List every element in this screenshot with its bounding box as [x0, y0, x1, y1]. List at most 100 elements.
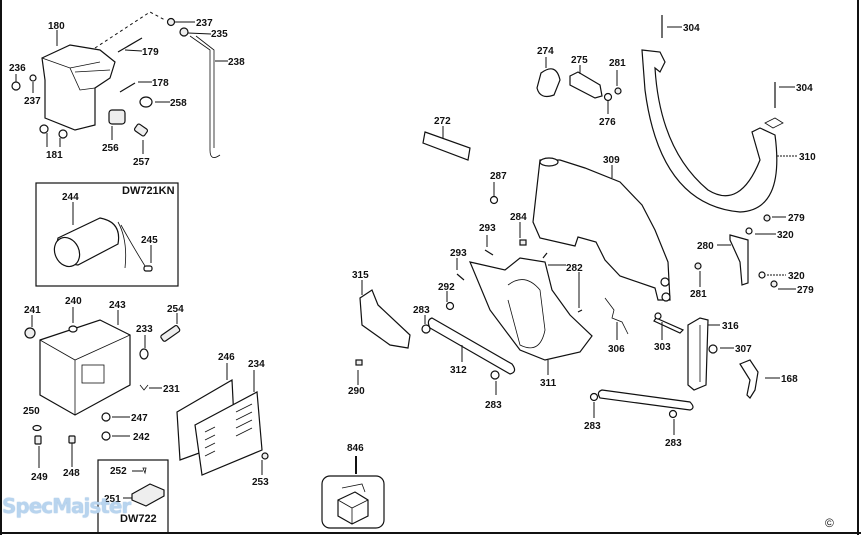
label-180: 180 [48, 21, 65, 32]
label-272: 272 [434, 116, 451, 127]
part-237-nut [166, 17, 176, 27]
label-178: 178 [152, 78, 169, 89]
label-181: 181 [46, 150, 63, 161]
part-283-washer-b [490, 370, 500, 380]
switch-box-group: 243 241 240 254 233 231 250 249 248 247 … [23, 296, 184, 483]
label-311: 311 [540, 378, 557, 389]
label-316: 316 [722, 321, 739, 332]
part-248-screw [68, 435, 76, 444]
part-242 [101, 431, 111, 441]
part-292-nut [445, 301, 455, 311]
label-310: 310 [799, 152, 816, 163]
part-316-slide [687, 317, 709, 391]
label-252: 252 [110, 466, 127, 477]
label-279b: 279 [797, 285, 814, 296]
label-258: 258 [170, 98, 187, 109]
part-233 [139, 348, 149, 360]
part-240-washer [68, 325, 78, 333]
label-284: 284 [510, 212, 527, 223]
label-253: 253 [252, 477, 269, 488]
label-290: 290 [348, 386, 365, 397]
part-315-bracket [359, 289, 411, 349]
part-272-label-plate [422, 131, 471, 161]
part-257-connector [133, 123, 149, 137]
label-dw722: DW722 [120, 513, 157, 525]
part-235-fitting [179, 27, 189, 37]
label-283b: 283 [485, 400, 502, 411]
part-290-screw [355, 359, 363, 366]
label-281b: 281 [690, 289, 707, 300]
part-231-clip [139, 384, 149, 391]
label-276: 276 [599, 117, 616, 128]
part-320-washer-a [745, 227, 753, 235]
label-282: 282 [566, 263, 583, 274]
part-282-screw-b [577, 309, 583, 313]
label-306: 306 [608, 344, 625, 355]
group-dw721kn: DW721KN 244 245 [35, 182, 179, 287]
part-846-box [321, 475, 385, 529]
part-293-pin-a [484, 249, 494, 256]
kit-846-group: 846 [321, 443, 385, 529]
part-243-switch-box [39, 319, 131, 416]
part-238-hose [189, 35, 221, 158]
label-251: 251 [104, 494, 121, 505]
label-235: 235 [211, 29, 228, 40]
label-320b: 320 [788, 271, 805, 282]
label-283a: 283 [413, 305, 430, 316]
label-280: 280 [697, 241, 714, 252]
label-283c: 283 [584, 421, 601, 432]
label-179: 179 [142, 47, 159, 58]
label-293a: 293 [479, 223, 496, 234]
label-257: 257 [133, 157, 150, 168]
part-250 [32, 424, 42, 432]
part-252-screw [142, 467, 147, 475]
label-236: 236 [9, 63, 26, 74]
part-311-lower-guard [468, 257, 593, 361]
label-250: 250 [23, 406, 40, 417]
part-283-washer-d [668, 409, 678, 419]
label-303: 303 [654, 342, 671, 353]
group-dw722: 252 251 DW722 [97, 459, 169, 534]
dw721kn-box [35, 182, 179, 287]
label-309: 309 [603, 155, 620, 166]
part-307-washer [708, 344, 718, 354]
part-249-screw [34, 435, 42, 445]
part-236 [11, 81, 21, 91]
part-846-box-icon [337, 491, 369, 525]
label-240: 240 [65, 296, 82, 307]
part-178-screw [119, 82, 136, 93]
label-275: 275 [571, 55, 588, 66]
label-249: 249 [31, 472, 48, 483]
part-181-a [39, 124, 49, 134]
part-279-screw-a [763, 214, 771, 222]
label-247: 247 [131, 413, 148, 424]
label-846: 846 [347, 443, 364, 454]
part-282-screw-a [542, 252, 548, 259]
label-248: 248 [63, 468, 80, 479]
label-246: 246 [218, 352, 235, 363]
part-241 [24, 327, 36, 339]
part-312-link-arm [427, 317, 516, 375]
cover-plates-group: 246 234 253 [176, 352, 269, 488]
guard-assembly-group: 272 287 284 293 293 292 315 290 283 312 … [348, 15, 816, 449]
label-293b: 293 [450, 248, 467, 259]
label-315: 315 [352, 270, 369, 281]
switch-housing-group: 180 179 178 237 235 238 236 237 181 256 [9, 11, 245, 168]
part-251-terminal-block [131, 483, 165, 507]
label-242: 242 [133, 432, 150, 443]
part-310-arc-guard [641, 49, 778, 213]
copyright-symbol: © [825, 516, 834, 530]
part-link-arm-lower [597, 389, 694, 411]
label-279a: 279 [788, 213, 805, 224]
part-281-screw-a [614, 87, 622, 95]
part-254-strain-relief [160, 324, 181, 342]
part-284-screw [519, 239, 527, 246]
part-303-bolt [653, 317, 685, 334]
label-234: 234 [248, 359, 265, 370]
label-237b: 237 [24, 96, 41, 107]
part-306-spring [604, 297, 629, 335]
label-312: 312 [450, 365, 467, 376]
part-253-screw [261, 452, 269, 460]
part-179-screw [117, 37, 143, 53]
dw722-box [97, 459, 169, 534]
